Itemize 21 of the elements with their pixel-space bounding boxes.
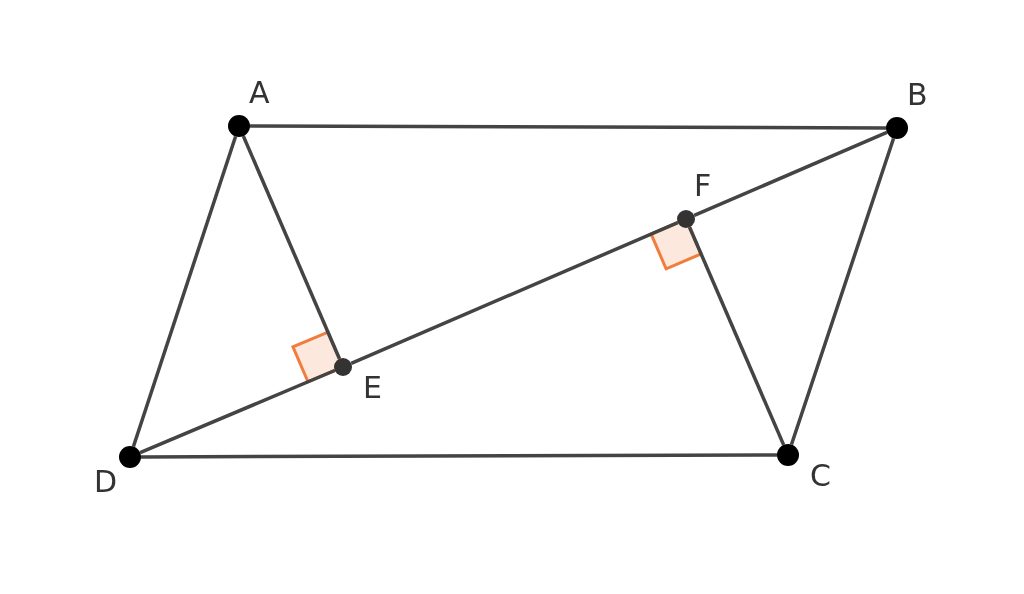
point-dot [334,358,352,376]
point-dot [777,444,799,466]
line-segment [250,124,886,130]
line-segment [139,368,336,455]
point-dot [228,115,250,137]
line-segment [241,135,342,360]
point-label: E [363,373,382,403]
line-segment [350,220,679,366]
line-segment [141,453,777,459]
point-dot [886,117,908,139]
line-segment [131,135,238,448]
line-segment [687,226,786,446]
point-dot [119,446,141,468]
point-dot [677,210,695,228]
line-segment [693,130,888,218]
point-label: B [907,80,928,110]
point-label: D [94,467,118,497]
point-label: F [694,171,712,201]
line-segment [789,137,896,446]
point-label: C [810,461,831,491]
point-label: A [249,78,270,108]
